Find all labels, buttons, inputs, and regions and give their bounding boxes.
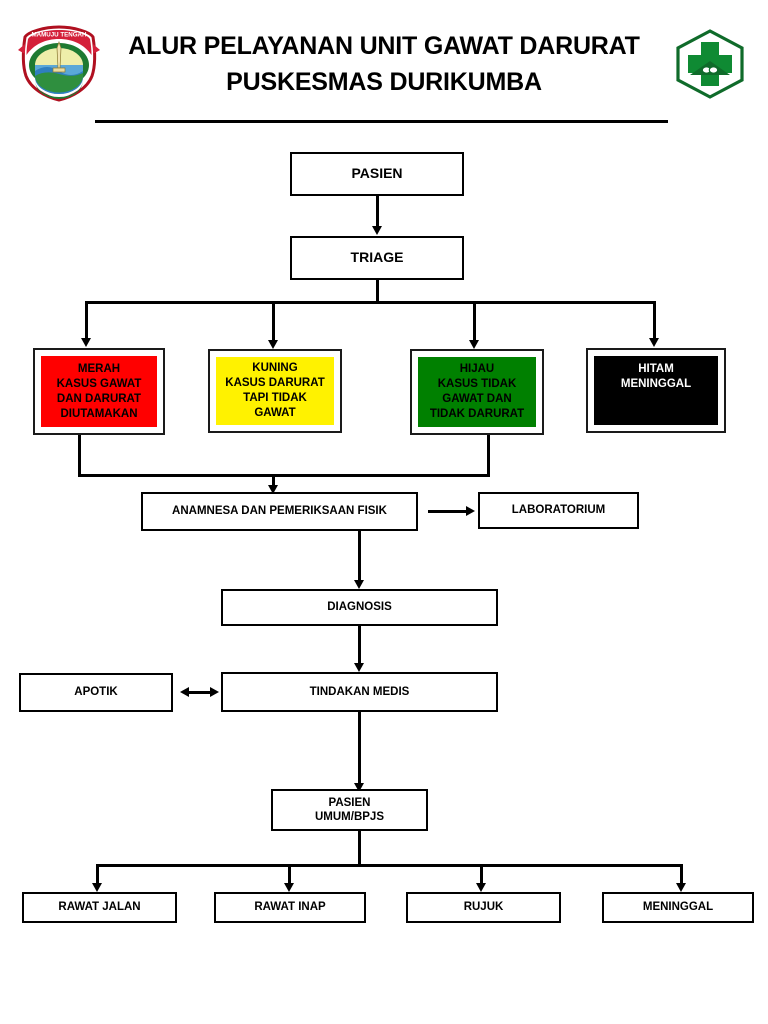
node-triage-hitam-line-2: MENINGGAL [620, 378, 692, 390]
connector-bus-to-rawat-jalan [96, 864, 99, 885]
arrowhead-tindakan-to-apotik [180, 687, 189, 697]
connector-triage-stem [376, 280, 379, 303]
node-rujuk-label: RUJUK [463, 901, 504, 914]
node-meninggal-label: MENINGGAL [642, 901, 714, 914]
header-divider [95, 120, 668, 123]
connector-apotik-tindakan [188, 691, 212, 694]
svg-text:MAMUJU TENGAH: MAMUJU TENGAH [32, 32, 88, 39]
node-rujuk[interactable]: RUJUK [406, 892, 561, 923]
node-rawat-inap-label: RAWAT INAP [254, 901, 326, 914]
node-triage-merah-line-1: MERAH [77, 362, 121, 375]
node-triage-hijau-line-4: TIDAK DARURAT [429, 408, 525, 420]
arrowhead-to-rawat-inap [284, 883, 294, 892]
node-triage-label: TRIAGE [350, 249, 404, 266]
arrowhead-to-diagnosis [354, 580, 364, 589]
connector-hijau-down [487, 435, 490, 477]
connector-anamnesa-to-laboratorium [428, 510, 467, 513]
connector-merah-down [78, 435, 81, 477]
node-tindakan-medis[interactable]: TINDAKAN MEDIS [221, 672, 498, 712]
connector-bus-to-hitam [653, 301, 656, 339]
node-laboratorium-label: LABORATORIUM [511, 504, 606, 517]
arrowhead-to-tindakan [354, 663, 364, 672]
node-triage-kuning-line-1: KUNING [252, 362, 298, 374]
node-triage-hitam-line-1: HITAM [638, 363, 674, 375]
arrowhead-apotik-to-tindakan [210, 687, 219, 697]
node-rawat-jalan[interactable]: RAWAT JALAN [22, 892, 177, 923]
puskesmas-logo-icon [672, 28, 748, 100]
connector-bus-to-rujuk [480, 864, 483, 885]
node-triage-hitam-fill: HITAM MENINGGAL [594, 356, 718, 425]
node-triage[interactable]: TRIAGE [290, 236, 464, 280]
node-triage-merah-fill: MERAH KASUS GAWAT DAN DARURAT DIUTAMAKAN [41, 356, 157, 427]
arrowhead-to-anamnesa [268, 485, 278, 494]
node-rawat-jalan-label: RAWAT JALAN [58, 901, 141, 914]
node-triage-hijau[interactable]: HIJAU KASUS TIDAK GAWAT DAN TIDAK DARURA… [410, 349, 544, 435]
connector-outcome-bus [96, 864, 683, 867]
connector-pasien-to-triage [376, 196, 379, 227]
connector-bus-to-hijau [473, 301, 476, 341]
node-anamnesa[interactable]: ANAMNESA DAN PEMERIKSAAN FISIK [141, 492, 418, 531]
arrowhead-to-hijau [469, 340, 479, 349]
node-diagnosis[interactable]: DIAGNOSIS [221, 589, 498, 626]
mamuju-tengah-regency-emblem-icon: MAMUJU TENGAH [16, 24, 102, 102]
node-laboratorium[interactable]: LABORATORIUM [478, 492, 639, 529]
node-triage-merah[interactable]: MERAH KASUS GAWAT DAN DARURAT DIUTAMAKAN [33, 348, 165, 435]
arrowhead-to-rawat-jalan [92, 883, 102, 892]
connector-bus-to-meninggal [680, 864, 683, 885]
connector-diagnosis-to-tindakan [358, 626, 361, 667]
node-triage-hijau-line-1: HIJAU [459, 363, 495, 375]
page-title-line-1: ALUR PELAYANAN UNIT GAWAT DARURAT [128, 32, 640, 60]
arrowhead-to-laboratorium [466, 506, 475, 516]
node-triage-kuning-line-2: KASUS DARURAT [225, 377, 325, 389]
node-triage-hijau-line-2: KASUS TIDAK [437, 378, 517, 390]
node-apotik[interactable]: APOTIK [19, 673, 173, 712]
arrowhead-to-pasien-umum [354, 783, 364, 792]
arrowhead-pasien-to-triage [372, 226, 382, 235]
arrowhead-to-merah [81, 338, 91, 347]
arrowhead-to-meninggal [676, 883, 686, 892]
arrowhead-to-kuning [268, 340, 278, 349]
node-pasien-label: PASIEN [351, 165, 403, 182]
node-rawat-inap[interactable]: RAWAT INAP [214, 892, 366, 923]
node-triage-kuning[interactable]: KUNING KASUS DARURAT TAPI TIDAK GAWAT [208, 349, 342, 433]
node-pasien-umum-bpjs-line-1: PASIEN [328, 796, 371, 809]
page-title-line-2: PUSKESMAS DURIKUMBA [226, 68, 542, 96]
connector-merge-to-anamnesa [272, 474, 275, 489]
connector-bus-to-kuning [272, 301, 275, 341]
node-triage-merah-line-2: KASUS GAWAT [56, 377, 142, 390]
connector-tindakan-to-pasien-umum [358, 712, 361, 786]
node-pasien[interactable]: PASIEN [290, 152, 464, 196]
node-triage-kuning-fill: KUNING KASUS DARURAT TAPI TIDAK GAWAT [216, 357, 334, 425]
node-tindakan-medis-label: TINDAKAN MEDIS [309, 685, 410, 698]
node-meninggal[interactable]: MENINGGAL [602, 892, 754, 923]
page-title: ALUR PELAYANAN UNIT GAWAT DARURAT PUSKES… [100, 28, 668, 100]
node-pasien-umum-bpjs[interactable]: PASIEN UMUM/BPJS [271, 789, 428, 831]
connector-bus-to-rawat-inap [288, 864, 291, 885]
node-triage-kuning-line-3: TAPI TIDAK [243, 392, 307, 404]
connector-triage-bus [85, 301, 656, 304]
node-triage-kuning-line-4: GAWAT [254, 407, 296, 419]
connector-bus-to-merah [85, 301, 88, 339]
node-triage-hijau-line-3: GAWAT DAN [442, 393, 512, 405]
node-apotik-label: APOTIK [74, 686, 118, 699]
connector-merge-bus [78, 474, 490, 477]
arrowhead-to-hitam [649, 338, 659, 347]
node-triage-hitam[interactable]: HITAM MENINGGAL [586, 348, 726, 433]
node-triage-merah-line-4: DIUTAMAKAN [60, 407, 138, 420]
node-diagnosis-label: DIAGNOSIS [327, 601, 392, 614]
arrowhead-to-rujuk [476, 883, 486, 892]
connector-anamnesa-to-diagnosis [358, 531, 361, 581]
node-triage-merah-line-3: DAN DARURAT [56, 392, 142, 405]
node-pasien-umum-bpjs-line-2: UMUM/BPJS [314, 811, 384, 823]
connector-pasien-umum-stem [358, 831, 361, 867]
node-anamnesa-label: ANAMNESA DAN PEMERIKSAAN FISIK [172, 505, 387, 518]
node-triage-hijau-fill: HIJAU KASUS TIDAK GAWAT DAN TIDAK DARURA… [418, 357, 536, 427]
